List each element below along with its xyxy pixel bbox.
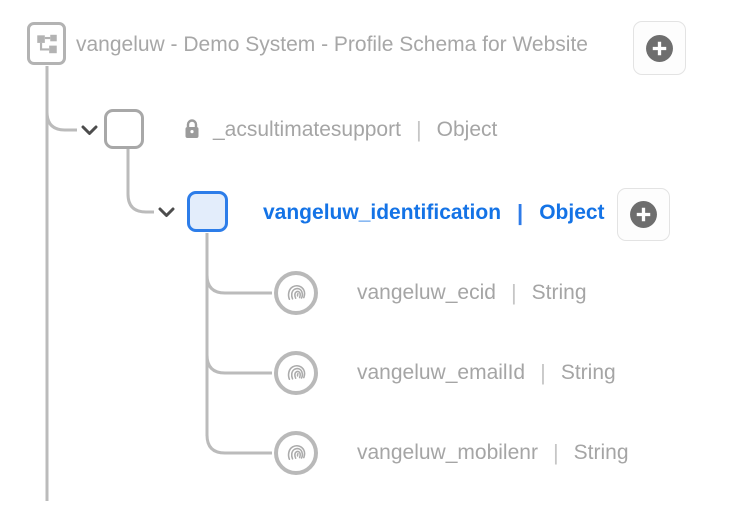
object-node-acsultimatesupport[interactable] (104, 109, 144, 149)
divider: | (552, 440, 559, 465)
field-label[interactable]: vangeluw_mobilenr (357, 441, 538, 464)
add-field-identification-button[interactable] (617, 188, 670, 241)
chevron-down-icon[interactable] (81, 125, 98, 136)
node-type: Object (539, 200, 605, 224)
field-type: String (531, 281, 587, 304)
chevron-down-icon[interactable] (158, 207, 175, 218)
schema-root-icon[interactable] (27, 22, 66, 65)
add-field-root-button[interactable] (633, 21, 686, 75)
divider: | (510, 280, 517, 305)
field-label[interactable]: vangeluw_ecid (357, 281, 496, 304)
object-node-identification-selected[interactable] (187, 191, 228, 232)
add-icon (646, 34, 673, 62)
add-icon (630, 201, 657, 228)
node-label[interactable]: vangeluw_identification (263, 200, 502, 224)
field-type: String (573, 441, 629, 464)
fingerprint-icon (274, 271, 318, 315)
field-row-mobilenr[interactable]: vangeluw_mobilenr | String (274, 431, 629, 475)
node-type: Object (436, 118, 498, 141)
node-label[interactable]: _acsultimatesupport (213, 118, 401, 141)
lock-icon (185, 119, 199, 138)
node-row-acsultimatesupport[interactable]: _acsultimatesupport | Object (213, 117, 497, 143)
divider: | (415, 117, 422, 142)
schema-title: vangeluw - Demo System - Profile Schema … (76, 33, 588, 56)
field-label[interactable]: vangeluw_emailId (357, 361, 526, 384)
node-row-identification[interactable]: vangeluw_identification | Object (263, 199, 605, 226)
field-type: String (560, 361, 616, 384)
fingerprint-icon (274, 431, 318, 475)
field-row-ecid[interactable]: vangeluw_ecid | String (274, 271, 587, 315)
divider: | (540, 360, 546, 385)
fingerprint-icon (274, 351, 318, 395)
divider: | (517, 199, 524, 225)
field-row-emailid[interactable]: vangeluw_emailId | String (274, 351, 616, 395)
schema-tree-icon (36, 34, 57, 53)
